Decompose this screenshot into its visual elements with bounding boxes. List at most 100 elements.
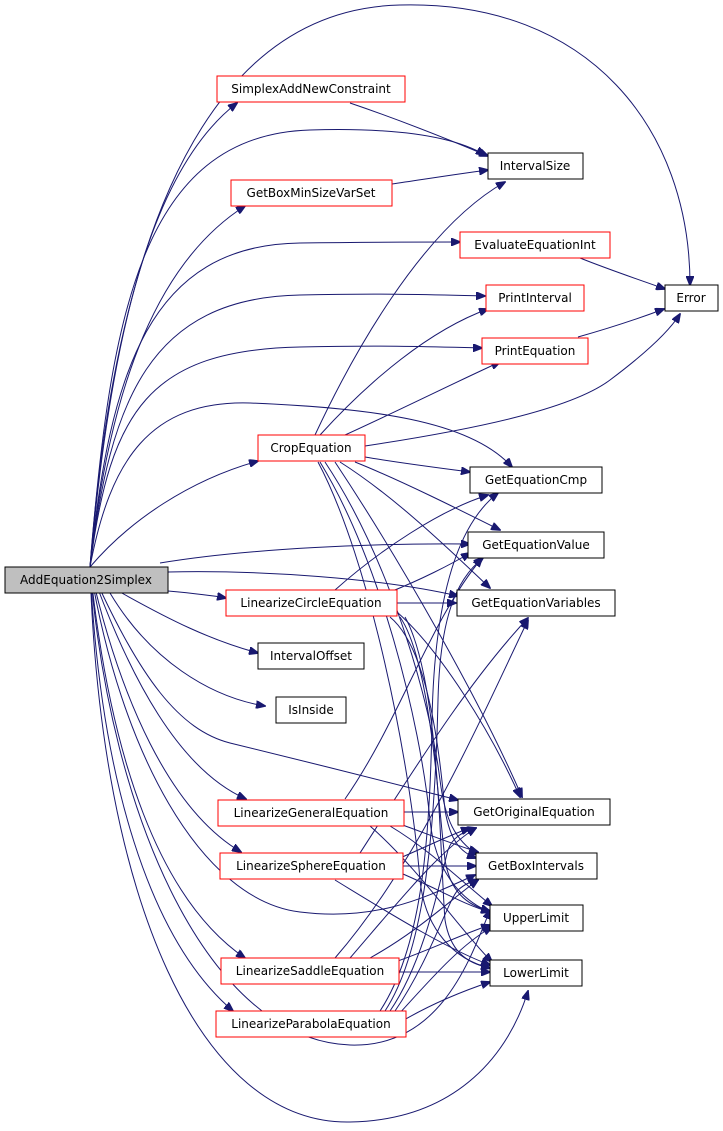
edge-crop-eq-to-print-eq [344,362,500,436]
edge-crop-eq-to-lower-limit [317,461,490,968]
node-label: GetBoxIntervals [488,859,584,873]
edge-crop-eq-to-interval-size [314,182,505,436]
node-add-equation2simplex[interactable]: AddEquation2Simplex [4,566,169,594]
edges [89,4,690,1123]
edge-crop-eq-to-get-orig-eq [334,461,522,797]
node-label: IntervalSize [500,159,571,173]
edge-root-to-is-inside [109,592,265,706]
edge-lin-circle-to-upper-limit [399,616,490,911]
node-print-equation[interactable]: PrintEquation [481,337,589,365]
edge-lin-sphere-to-get-orig-eq [399,828,470,859]
node-interval-size[interactable]: IntervalSize [487,152,584,180]
edge-root-to-get-eq-value [159,544,470,564]
edge-crop-eq-to-print-interval [319,309,488,436]
node-interval-offset[interactable]: IntervalOffset [257,642,365,670]
node-linearize-circle-equation[interactable]: LinearizeCircleEquation [225,589,398,617]
node-linearize-sphere-equation[interactable]: LinearizeSphereEquation [219,852,404,880]
node-label: CropEquation [270,441,351,455]
edge-crop-eq-to-get-eq-cmp [364,456,470,472]
node-get-equation-cmp[interactable]: GetEquationCmp [469,466,603,494]
node-get-original-equation[interactable]: GetOriginalEquation [457,798,611,826]
node-get-box-intervals[interactable]: GetBoxIntervals [475,852,598,880]
edge-print-eq-to-error [577,309,664,338]
edge-root-to-simplex-add [89,103,237,568]
edge-lin-saddle-to-get-orig-eq [349,828,476,959]
edge-simplex-add-to-interval-size [349,102,488,156]
node-linearize-saddle-equation[interactable]: LinearizeSaddleEquation [220,957,400,985]
edge-lin-general-to-get-box-int [399,823,478,852]
edge-crop-eq-to-get-eq-value [354,461,500,530]
node-crop-equation[interactable]: CropEquation [257,434,366,462]
edge-lin-circle-to-get-eq-cmp [334,495,488,591]
node-error[interactable]: Error [664,284,719,312]
node-label: IsInside [288,703,334,717]
node-label: UpperLimit [503,911,569,925]
edge-lin-parabola-to-get-orig-eq [389,828,476,1012]
edge-root-to-get-eq-cmp [89,402,512,568]
edge-lin-general-to-lower-limit [369,825,492,962]
edge-lin-parabola-to-get-box-int [394,880,478,1012]
node-is-inside[interactable]: IsInside [275,696,347,724]
node-get-equation-value[interactable]: GetEquationValue [467,531,605,559]
edge-evaluate-eq-to-error [579,257,665,289]
node-label: LinearizeParabolaEquation [231,1017,390,1031]
node-label: EvaluateEquationInt [474,238,596,252]
edge-root-to-get-orig-eq [89,566,458,800]
edge-root-to-lower-limit [89,566,528,1123]
edge-lin-general-to-get-eq-value [344,558,482,800]
edge-lin-saddle-to-get-box-int [369,880,478,959]
edge-get-box-min-to-interval-size [391,170,488,185]
node-label: Error [676,291,705,305]
node-label: PrintInterval [498,291,572,305]
node-label: LinearizeSphereEquation [236,859,386,873]
edge-root-to-interval-offset [119,591,258,653]
node-label: GetEquationValue [482,538,589,552]
node-label: LinearizeSaddleEquation [236,964,384,978]
node-print-interval[interactable]: PrintInterval [485,284,585,312]
edge-lin-saddle-to-get-eq-vars [334,620,528,959]
edge-lin-saddle-to-upper-limit [394,925,490,963]
node-label: GetOriginalEquation [473,805,595,819]
edge-root-to-lin-sphere [89,566,241,852]
edge-lin-sphere-to-lower-limit [334,879,490,965]
edge-lin-parabola-to-get-eq-cmp [379,493,498,1012]
edge-crop-eq-to-upper-limit [319,461,490,912]
edge-root-to-print-interval [89,294,485,568]
node-label: GetEquationCmp [485,473,587,487]
edge-root-to-crop-eq [89,461,258,568]
node-label: LinearizeCircleEquation [240,596,381,610]
edge-root-to-lin-general [89,566,246,799]
node-simplex-add-new-constraint[interactable]: SimplexAddNewConstraint [216,75,406,103]
node-linearize-parabola-equation[interactable]: LinearizeParabolaEquation [215,1010,407,1038]
node-evaluate-equation-int[interactable]: EvaluateEquationInt [459,231,611,259]
node-label: LinearizeGeneralEquation [234,806,389,820]
nodes: AddEquation2Simplex SimplexAddNewConstra… [4,75,719,1038]
edge-lin-parabola-to-upper-limit [397,927,492,1016]
edge-root-to-get-eq-vars [167,571,458,596]
edge-root-to-interval-size [89,129,485,568]
edge-lin-sphere-to-upper-limit [402,873,490,912]
edge-root-to-evaluate-eq [89,242,460,568]
edge-crop-eq-to-get-eq-vars [339,461,490,588]
edge-lin-parabola-to-lower-limit [403,982,490,1021]
node-get-equation-variables[interactable]: GetEquationVariables [456,589,616,617]
node-label: IntervalOffset [270,649,352,663]
node-lower-limit[interactable]: LowerLimit [489,959,583,987]
node-label: PrintEquation [495,344,576,358]
edge-root-to-get-box-int [89,566,475,915]
node-label: GetEquationVariables [471,596,600,610]
edge-root-to-lin-saddle [89,566,245,958]
edge-lin-circle-to-get-eq-value [389,553,470,593]
node-label: LowerLimit [503,966,569,980]
node-label: AddEquation2Simplex [20,573,152,587]
node-label: GetBoxMinSizeVarSet [247,186,376,200]
edge-root-to-lin-parabola [89,566,233,1011]
node-get-box-min-size-var-set[interactable]: GetBoxMinSizeVarSet [230,179,393,207]
node-upper-limit[interactable]: UpperLimit [489,904,584,932]
node-label: SimplexAddNewConstraint [231,82,391,96]
edge-lin-circle-to-get-orig-eq [396,611,520,797]
edge-crop-eq-to-error [364,314,680,447]
edge-root-to-print-eq [89,346,482,568]
node-linearize-general-equation[interactable]: LinearizeGeneralEquation [217,799,405,827]
